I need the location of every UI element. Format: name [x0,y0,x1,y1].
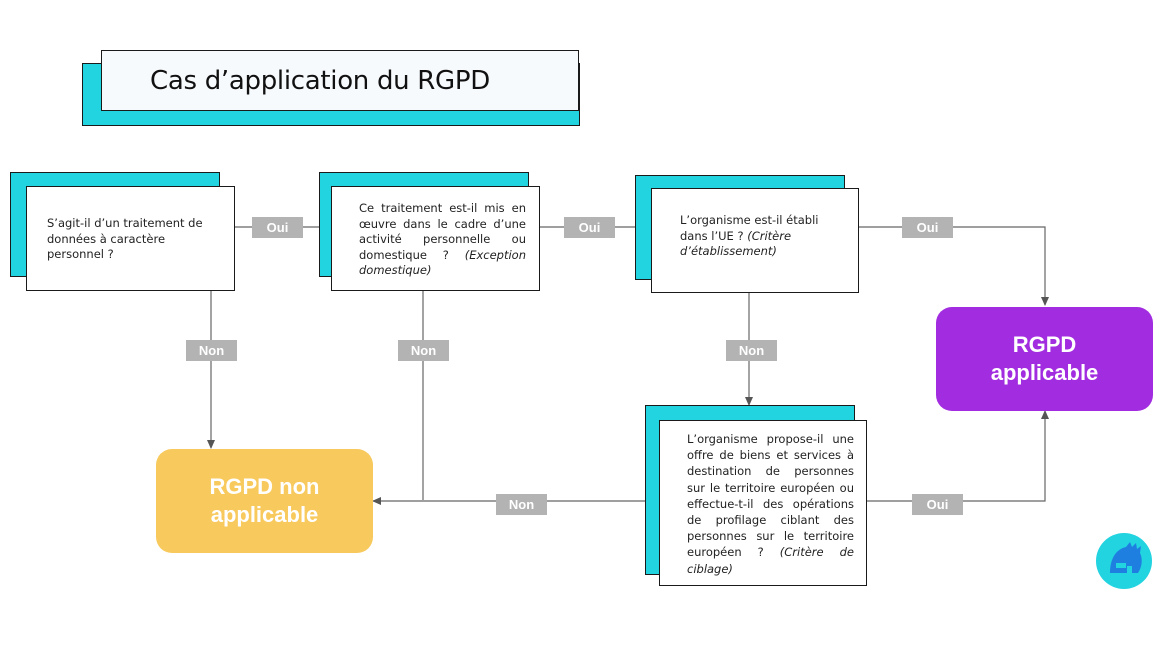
question-establishment-main: L’organisme est-il établi dans l’UE ? [680,213,819,243]
question-establishment-text: L’organisme est-il établi dans l’UE ? (C… [680,213,836,260]
label-oui-q3: Oui [902,217,953,238]
result-rgpd-applicable: RGPD applicable [936,307,1153,411]
result-rgpd-non-applicable: RGPD non applicable [156,449,373,553]
label-non-q1: Non [186,340,237,361]
helmet-logo-graphic [1110,542,1142,573]
label-non-q2: Non [398,340,449,361]
result-applicable-line2: applicable [990,360,1099,385]
label-oui-q4: Oui [912,494,963,515]
question-domestic-main: Ce traitement est-il mis en œuvre dans l… [359,201,526,262]
result-applicable-line1: RGPD [1012,332,1077,357]
label-oui-q1: Oui [252,217,303,238]
question-domestic-text: Ce traitement est-il mis en œuvre dans l… [359,201,526,279]
question-targeting: L’organisme propose-il une offre de bien… [659,420,867,586]
question-personal-data-text: S’agit-il d’un traitement de données à c… [47,216,203,261]
line-q3-applicable [858,226,1049,306]
result-nonapp-line2: applicable [210,502,319,527]
result-nonapp-line1: RGPD non [209,474,320,499]
question-targeting-main: L’organisme propose-il une offre de bien… [687,432,854,560]
question-domestic-note: (Exception domestique) [359,247,526,278]
question-domestic: Ce traitement est-il mis en œuvre dans l… [331,186,540,291]
helmet-logo-icon [1096,533,1152,589]
question-establishment: L’organisme est-il établi dans l’UE ? (C… [651,188,859,293]
line-q4-applicable [867,410,1049,502]
question-establishment-note: (Critère d’établissement) [680,228,792,259]
question-targeting-note: (Critère de ciblage) [687,545,855,576]
title-box: Cas d’application du RGPD [101,50,579,111]
page-title: Cas d’application du RGPD [150,65,491,96]
label-oui-q2: Oui [564,217,615,238]
label-non-q3: Non [726,340,777,361]
question-personal-data: S’agit-il d’un traitement de données à c… [26,186,235,291]
label-non-q4: Non [496,494,547,515]
question-targeting-text: L’organisme propose-il une offre de bien… [687,431,854,577]
